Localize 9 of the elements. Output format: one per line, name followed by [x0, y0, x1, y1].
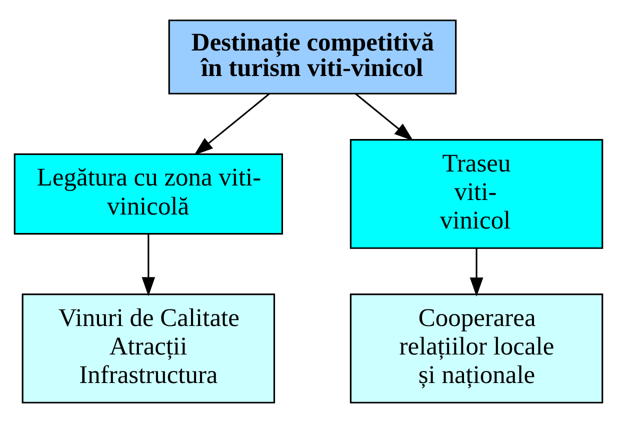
arrow	[142, 234, 156, 296]
arrow	[470, 248, 484, 297]
node-box: Vinuri de Calitate Atracții Infrastructura	[22, 294, 276, 404]
arrow	[355, 93, 414, 141]
node-box: Destinație competitivă în turism viti-vinicol	[168, 20, 457, 94]
node-box: Legătura cu zona viti-vinicolă	[14, 153, 284, 235]
node-box: Cooperarea relațiilor locale și naționale	[350, 294, 604, 404]
arrow	[194, 93, 270, 156]
node-box: Traseu viti-vinicol	[350, 139, 604, 249]
